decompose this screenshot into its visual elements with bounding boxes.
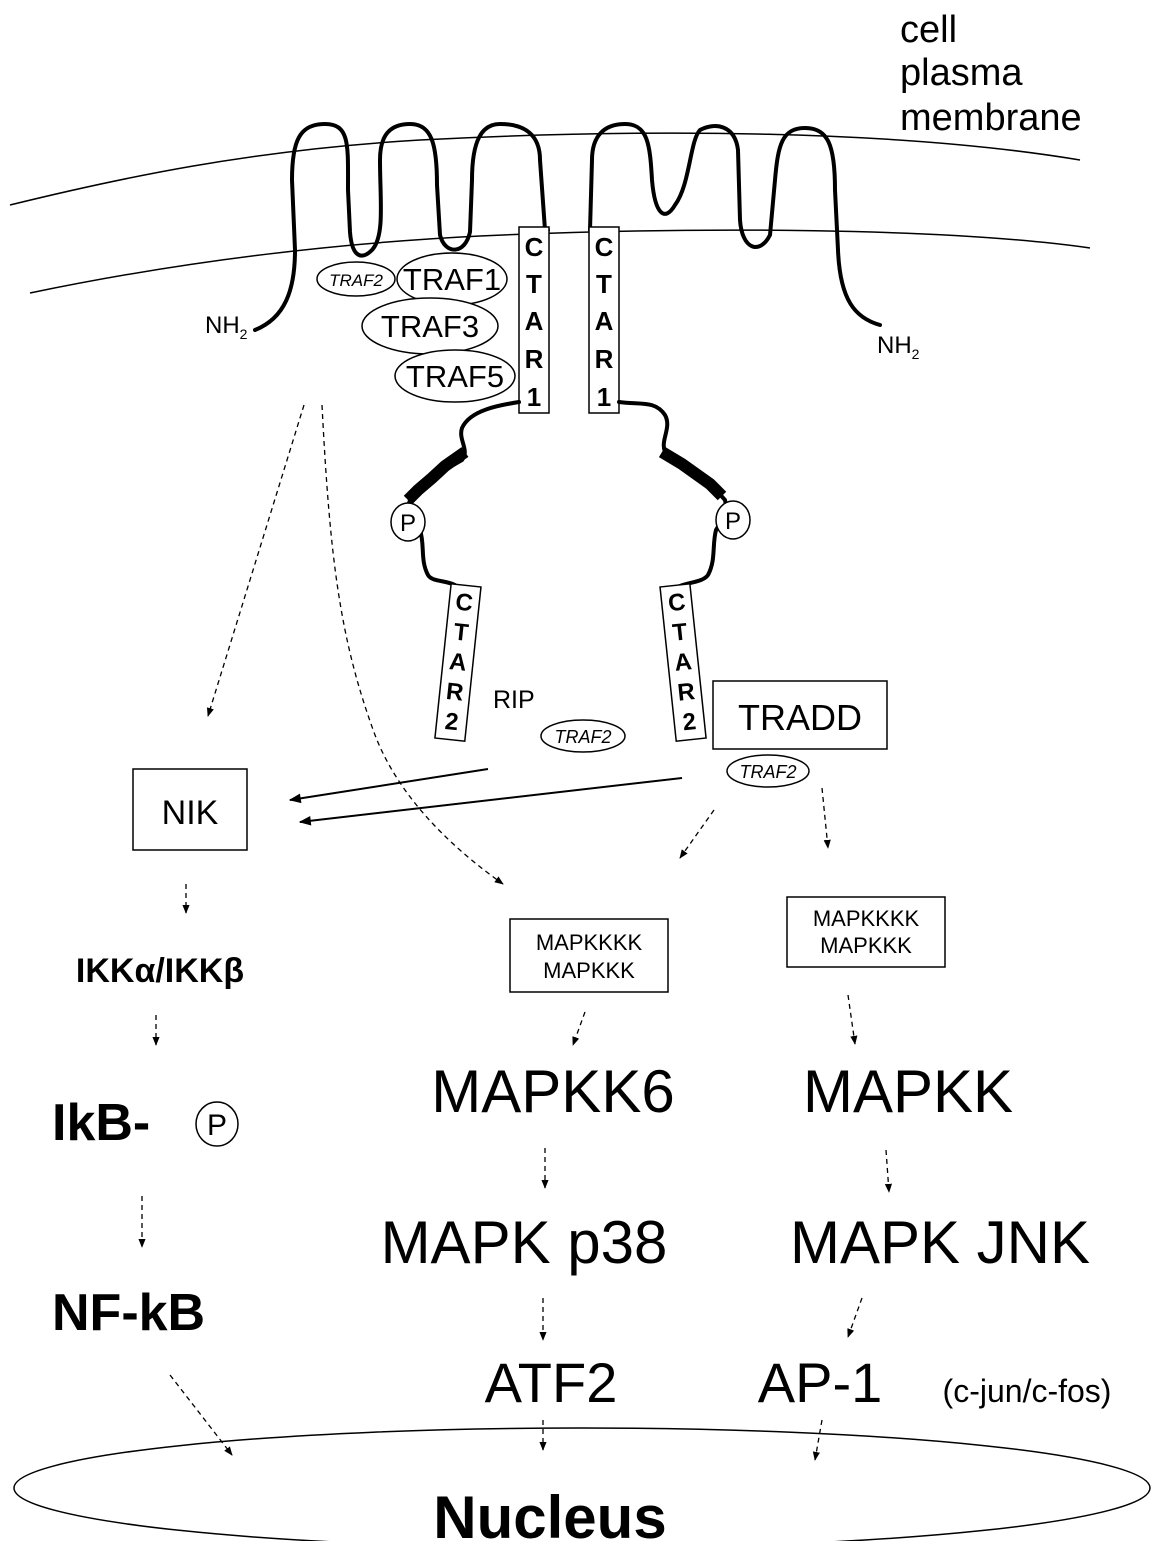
lmp1-right-tail-thick-segment: [662, 452, 722, 496]
ctar1-right-letter-a: A: [595, 306, 614, 336]
arrow-tradd-to-mapkkkk-left: [680, 810, 714, 858]
ctar1-left-letter-r: R: [525, 344, 544, 374]
ikb-label: IkB-: [52, 1094, 150, 1152]
arrow-rip-to-nik: [290, 769, 488, 800]
ctar1-left-letter-a: A: [525, 306, 544, 336]
arrow-jnk-to-ap1: [848, 1298, 862, 1337]
membrane-label-line-1: cell: [900, 9, 957, 51]
nh2-right-label: NH2: [877, 332, 920, 362]
lmp1-right-cytoplasmic-tail: [619, 402, 726, 586]
traf5-label: TRAF5: [406, 359, 504, 394]
mapkk-label: MAPKK: [803, 1058, 1013, 1125]
ikb-phospho-label: P: [207, 1109, 227, 1142]
ap1-label: AP-1: [758, 1351, 883, 1414]
arrow-tradd-to-mapkkkk-right: [822, 788, 828, 848]
arrow-traf-to-nik: [208, 405, 304, 716]
ctar1-right-letter-t: T: [596, 269, 612, 299]
traf2-tradd-label: TRAF2: [739, 762, 796, 782]
nh2-left-label: NH2: [205, 312, 248, 342]
lmp1-left-cytoplasmic-tail: [409, 402, 519, 585]
ctar2-right-letter-2: 2: [681, 708, 697, 736]
mapkkkk-right-line-1: MAPKKKK: [813, 906, 920, 931]
rip-label: RIP: [493, 686, 535, 714]
traf2-rip-label: TRAF2: [554, 727, 611, 747]
phospho-left-label: P: [400, 510, 416, 537]
ctar1-left-letter-t: T: [526, 269, 542, 299]
atf2-label: ATF2: [485, 1351, 618, 1414]
ikk-label: IKKα/IKKβ: [76, 952, 244, 990]
ctar2-left: C T A R 2: [435, 584, 481, 741]
membrane-inner-line: [30, 230, 1090, 293]
ctar1-left-letter-1: 1: [527, 382, 541, 412]
ctar2-left-letter-r: R: [445, 678, 465, 707]
mapk-p38-label: MAPK p38: [381, 1209, 668, 1276]
ctar1-right-letters: C T A R 1: [595, 232, 614, 412]
ctar2-left-letter-2: 2: [444, 708, 460, 736]
membrane-label-line-2: plasma: [900, 52, 1023, 94]
arrow-traf-to-mapkkkk-left: [322, 405, 503, 884]
ctar1-left-letters: C T A R 1: [525, 232, 544, 412]
arrow-ap1-to-nucleus: [815, 1420, 822, 1460]
arrow-mapkkkk-left-to-mapkk6: [573, 1012, 585, 1045]
phospho-right-label: P: [725, 508, 741, 535]
ap1-detail-label: (c-jun/c-fos): [943, 1373, 1112, 1409]
ctar1-right-letter-1: 1: [597, 382, 611, 412]
nucleus-label: Nucleus: [433, 1484, 666, 1541]
lmp1-right-transmembrane-chain: [590, 124, 880, 325]
mapkkkk-right-line-2: MAPKKK: [820, 933, 912, 958]
ctar1-left-letter-c: C: [525, 232, 544, 262]
ctar2-right-letter-c: C: [667, 588, 687, 617]
ctar1-right-letter-c: C: [595, 232, 614, 262]
ctar1-right-letter-r: R: [595, 344, 614, 374]
ctar2-right-letter-a: A: [673, 648, 693, 677]
mapkkkk-left-line-1: MAPKKKK: [536, 930, 643, 955]
membrane-outer-line: [10, 133, 1080, 205]
tradd-label: TRADD: [738, 697, 862, 738]
nik-label: NIK: [162, 794, 219, 832]
ctar2-right: C T A R 2: [660, 584, 706, 741]
ctar2-right-letter-r: R: [676, 678, 696, 707]
mapk-jnk-label: MAPK JNK: [790, 1209, 1090, 1276]
traf1-label: TRAF1: [403, 262, 501, 297]
mapkkkk-left-line-2: MAPKKK: [543, 958, 635, 983]
traf2-small-label: TRAF2: [329, 271, 383, 290]
ctar2-left-letter-c: C: [454, 588, 474, 617]
nfkb-label: NF-kB: [52, 1284, 205, 1342]
membrane-label-line-3: membrane: [900, 97, 1082, 139]
lmp1-left-transmembrane-chain: [255, 124, 548, 330]
arrow-mapkk-to-jnk: [886, 1150, 889, 1192]
arrow-mapkkkk-right-to-mapkk: [848, 995, 855, 1044]
lmp1-left-tail-thick-segment: [408, 452, 465, 500]
ctar2-left-letter-a: A: [448, 648, 468, 677]
arrow-tradd-to-nik: [300, 778, 682, 822]
mapkk6-label: MAPKK6: [431, 1058, 674, 1125]
traf3-label: TRAF3: [381, 309, 479, 344]
